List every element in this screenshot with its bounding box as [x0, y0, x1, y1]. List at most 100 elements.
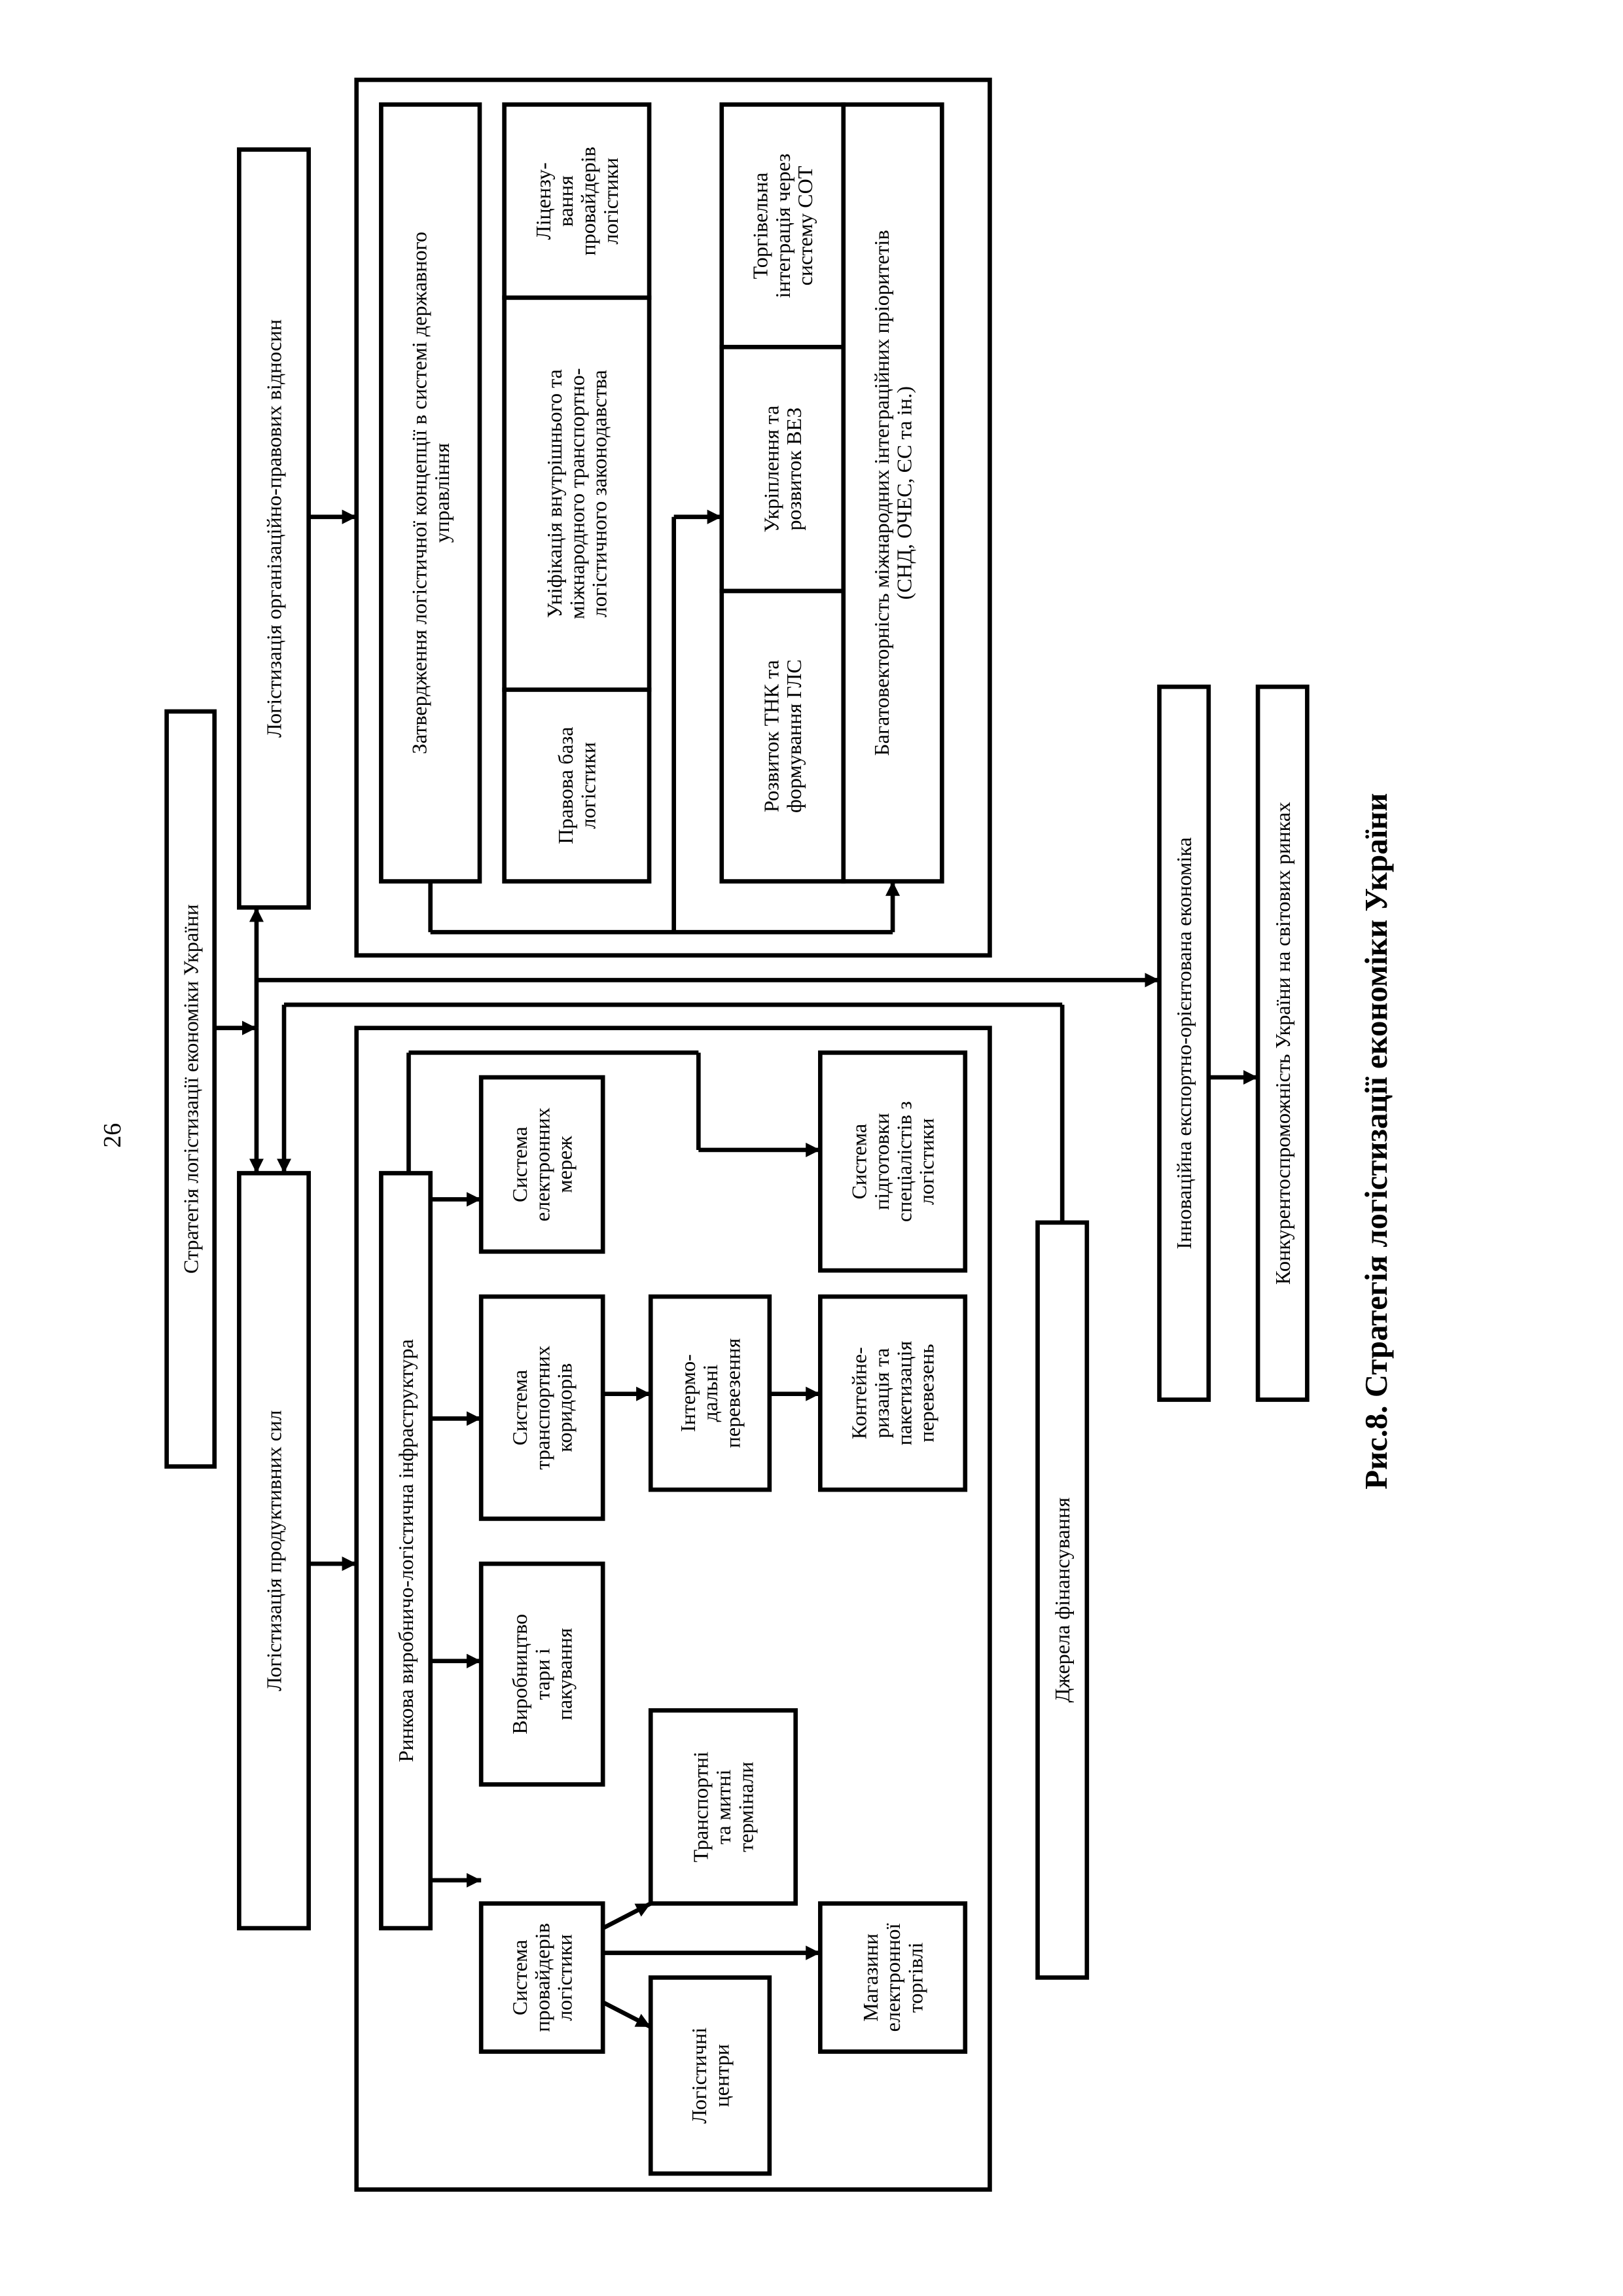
label-line: Система	[508, 1370, 531, 1446]
label-line: електронних	[530, 1107, 554, 1221]
org-legal-box: Логістизація організаційно-правових відн…	[237, 147, 311, 910]
label-line: Система	[508, 1940, 531, 2016]
market-infra-label: Ринкова виробничо-логістична інфраструкт…	[394, 1339, 418, 1762]
wto-box: Торгівельнаінтеграція черезсистему СОТ	[719, 102, 846, 350]
label-line: Магазини	[859, 1933, 882, 2022]
label-line: логістики	[553, 1934, 577, 2021]
label-line: та митні	[711, 1769, 735, 1844]
label-line: інтеграція через	[771, 154, 794, 298]
label-line: управління	[430, 443, 454, 543]
strategy-label: Стратегія логістизації економіки України	[179, 905, 202, 1274]
label-line: термінали	[734, 1762, 757, 1852]
label-line: транспортних	[530, 1346, 554, 1470]
innovation-label: Інноваційна експортно-орієнтована економ…	[1172, 837, 1196, 1249]
training-label: Системапідготовкиспеціалістів злогістики	[847, 1101, 938, 1222]
label-line: формування ГЛС	[782, 659, 806, 813]
label-line: провайдерів	[577, 147, 600, 255]
intermodal-label: Інтермо-дальніперевезення	[676, 1338, 745, 1448]
label-line: Стратегія логістизації економіки України	[179, 905, 202, 1274]
container-box: Контейне-ризація тапакетизаціяперевезень	[818, 1294, 968, 1492]
label-line: Інтермо-	[676, 1354, 700, 1432]
financing-box: Джерела фінансування	[1035, 1220, 1090, 1980]
strategy-box: Стратегія логістизації економіки України	[164, 709, 217, 1469]
label-line: тари і	[530, 1648, 554, 1700]
productive-forces-label: Логістизація продуктивних сил	[262, 1410, 286, 1691]
label-line: центри	[709, 2044, 733, 2107]
label-line: пакетизація	[892, 1340, 916, 1445]
container-label: Контейне-ризація тапакетизаціяперевезень	[847, 1340, 938, 1445]
label-line: Розвиток ТНК та	[760, 660, 783, 812]
label-line: Контейне-	[847, 1347, 871, 1439]
multivector-label: Багатовекторність міжнародних інтеграцій…	[870, 230, 916, 756]
label-line: Ліцензу-	[531, 162, 555, 240]
tnc-label: Розвиток ТНК таформування ГЛС	[760, 659, 806, 813]
label-line: Затвердження логістичної концепції в сис…	[408, 232, 431, 754]
label-line: електронної	[881, 1923, 904, 2032]
legal-base-label: Правова базалогістики	[554, 727, 599, 844]
label-line: Уніфікація внутрішнього та	[543, 369, 566, 618]
providers-label: Системапровайдерівлогістики	[508, 1923, 577, 2032]
networks-box: Системаелектроннихмереж	[478, 1075, 605, 1254]
label-line: Логістичні	[687, 2028, 711, 2124]
packaging-box: Виробництвотари іпакування	[478, 1561, 605, 1787]
fez-label: Укріплення тарозвиток ВЕЗ	[760, 406, 806, 533]
competitiveness-box: Конкурентоспроможність України на світов…	[1255, 684, 1310, 1402]
label-line: провайдерів	[530, 1923, 554, 2032]
label-line: Інноваційна експортно-орієнтована економ…	[1172, 837, 1196, 1249]
market-infra-box: Ринкова виробничо-логістична інфраструкт…	[379, 1171, 433, 1931]
fez-box: Укріплення тарозвиток ВЕЗ	[719, 344, 846, 594]
corridors-box: Систематранспортнихкоридорів	[478, 1294, 605, 1521]
label-line: міжнародного транспортно-	[565, 368, 588, 619]
innovation-box: Інноваційна експортно-орієнтована економ…	[1157, 684, 1211, 1402]
label-line: перевезення	[721, 1338, 744, 1448]
label-line: логістики	[577, 742, 600, 829]
wto-label: Торгівельнаінтеграція черезсистему СОТ	[749, 154, 817, 298]
label-line: Джерела фінансування	[1050, 1498, 1074, 1703]
legal-base-box: Правова базалогістики	[502, 687, 652, 884]
label-line: пакування	[553, 1628, 577, 1720]
licensing-label: Ліцензу-ванняпровайдерівлогістики	[531, 147, 622, 255]
label-line: Система	[508, 1126, 531, 1202]
label-line: Логістизація організаційно-правових відн…	[262, 319, 286, 738]
concept-approval-label: Затвердження логістичної концепції в сис…	[408, 232, 454, 754]
label-line: систему СОТ	[793, 166, 817, 285]
networks-label: Системаелектроннихмереж	[508, 1107, 577, 1221]
log-centers-box: Логістичніцентри	[648, 1975, 772, 2176]
terminals-label: Транспортніта митнітермінали	[689, 1751, 758, 1862]
unification-box: Уніфікація внутрішнього таміжнародного т…	[502, 295, 652, 692]
intermodal-box: Інтермо-дальніперевезення	[648, 1294, 772, 1492]
unification-label: Уніфікація внутрішнього таміжнародного т…	[543, 368, 611, 619]
terminals-box: Транспортніта митнітермінали	[648, 1708, 798, 1906]
label-line: Конкурентоспроможність України на світов…	[1271, 802, 1294, 1285]
label-line: перевезень	[915, 1344, 938, 1442]
label-line: Логістизація продуктивних сил	[262, 1410, 286, 1691]
licensing-box: Ліцензу-ванняпровайдерівлогістики	[502, 102, 652, 300]
label-line: Виробництво	[508, 1614, 531, 1734]
label-line: підготовки	[870, 1113, 893, 1210]
legal-relations-frame	[354, 77, 992, 958]
label-line: розвиток ВЕЗ	[782, 407, 806, 530]
label-line: Система	[847, 1124, 871, 1200]
label-line: логістики	[915, 1118, 938, 1205]
connector-arrow	[601, 2000, 652, 2029]
tnc-box: Розвиток ТНК таформування ГЛС	[719, 588, 846, 884]
productive-forces-box: Логістизація продуктивних сил	[237, 1171, 311, 1931]
estores-label: Магазиниелектронноїторгівлі	[859, 1923, 927, 2032]
connector-arrow	[601, 1901, 652, 1930]
label-line: Укріплення та	[760, 406, 783, 533]
label-line: логістичного законодавства	[588, 370, 611, 617]
label-line: торгівлі	[903, 1943, 927, 2013]
label-line: Правова база	[554, 727, 577, 844]
page-number: 26	[99, 1123, 126, 1148]
label-line: Торгівельна	[749, 172, 772, 279]
label-line: дальні	[698, 1365, 722, 1422]
figure-caption: Рис.8. Стратегія логістизації економіки …	[1359, 793, 1394, 1490]
competitiveness-label: Конкурентоспроможність України на світов…	[1271, 802, 1294, 1285]
label-line: ризація та	[870, 1348, 893, 1439]
corridors-label: Систематранспортнихкоридорів	[508, 1346, 577, 1470]
label-line: логістики	[599, 158, 622, 245]
label-line: мереж	[553, 1136, 577, 1193]
productive-forces-frame	[354, 1026, 992, 2192]
org-legal-label: Логістизація організаційно-правових відн…	[262, 319, 286, 738]
